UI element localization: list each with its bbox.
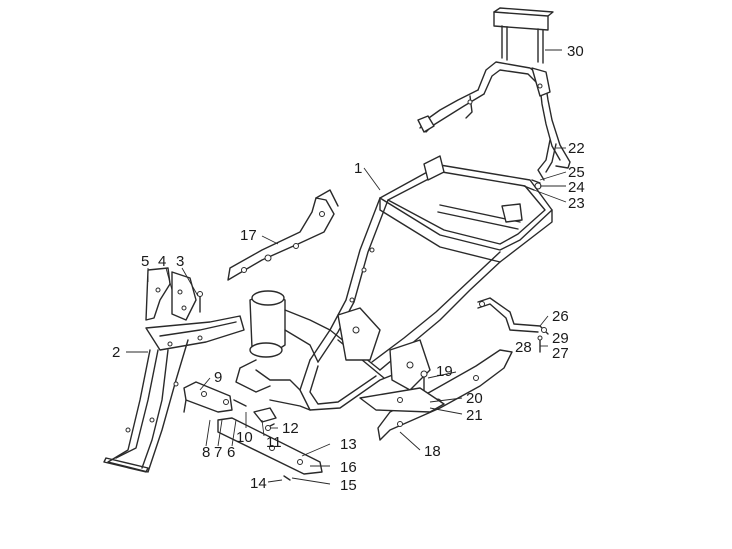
callout-19: 19	[436, 363, 453, 380]
callout-25: 25	[568, 164, 585, 181]
parts-19-20-21	[359, 370, 445, 413]
callout-7: 7	[214, 444, 222, 461]
callout-28: 28	[515, 339, 532, 356]
fasteners-11-12	[253, 407, 277, 431]
callout-5: 5	[141, 253, 149, 270]
callout-23: 23	[568, 195, 585, 212]
part-17-bracket	[227, 189, 339, 281]
callout-16: 16	[340, 459, 357, 476]
callout-labels: 30 1 22 25 24 23 17 5 4 3 26 29 28 27 2 …	[112, 43, 585, 494]
part-1-main-frame	[235, 155, 553, 411]
callout-13: 13	[340, 436, 357, 453]
callout-12: 12	[282, 420, 299, 437]
callout-10: 10	[236, 429, 253, 446]
callout-1: 1	[354, 160, 362, 177]
callout-29: 29	[552, 330, 569, 347]
part-22-rear-rail	[417, 61, 571, 181]
callout-11: 11	[266, 434, 282, 451]
callout-30: 30	[567, 43, 584, 60]
callout-17: 17	[240, 227, 257, 244]
callout-18: 18	[424, 443, 441, 460]
callout-24: 24	[568, 179, 585, 196]
callout-21: 21	[466, 407, 483, 424]
callout-26: 26	[552, 308, 569, 325]
parts-26-29-side-bracket	[477, 297, 549, 353]
callout-20: 20	[466, 390, 483, 407]
part-30-top-bracket	[493, 7, 554, 64]
callout-22: 22	[568, 140, 585, 157]
front-brackets-3-4-5	[145, 267, 203, 321]
callout-9: 9	[214, 369, 222, 386]
callout-14: 14	[250, 475, 267, 492]
callout-2: 2	[112, 344, 120, 361]
leader-lines	[126, 49, 567, 485]
part-2-front-guard	[103, 315, 245, 473]
callout-27: 27	[552, 345, 569, 362]
lower-front-bracket-6-10	[183, 381, 247, 413]
callout-8: 8	[202, 444, 210, 461]
lower-strip-13-16	[217, 417, 323, 481]
callout-3: 3	[176, 253, 184, 270]
callout-4: 4	[158, 253, 166, 270]
callout-15: 15	[340, 477, 357, 494]
callout-6: 6	[227, 444, 235, 461]
